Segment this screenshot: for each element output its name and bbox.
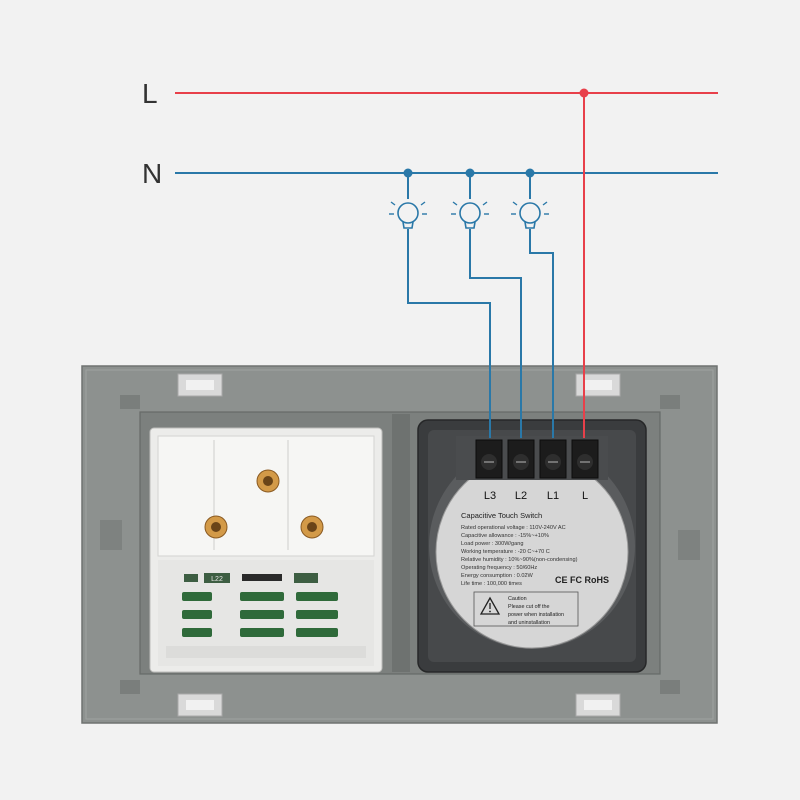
spec-line: Rated operational voltage : 110V-240V AC — [461, 525, 566, 531]
caution-line: and uninstallation — [508, 620, 550, 626]
spec-label-title: Capacitive Touch Switch — [461, 511, 542, 520]
spec-line: Load power : 300W/gang — [461, 541, 524, 547]
live-wire-label: L — [142, 78, 158, 109]
terminal-label-l1: L1 — [547, 490, 559, 502]
wiring: L N — [142, 78, 718, 438]
terminal-label-l3: L3 — [484, 490, 496, 502]
terminal-label-l2: L2 — [515, 490, 527, 502]
live-junction — [579, 88, 589, 98]
load-wire-l3 — [407, 229, 491, 438]
certification-marks: CE FC RoHS — [555, 575, 609, 585]
neutral-wire-label: N — [142, 158, 162, 189]
spec-label: Capacitive Touch Switch Rated operationa… — [461, 511, 609, 627]
bulb-icon — [511, 201, 549, 229]
bulb-icon — [451, 201, 489, 229]
spec-line: Operating frequency : 50/60Hz — [461, 565, 537, 571]
terminal-block — [475, 439, 599, 479]
spec-line: Energy consumption : 0.02W — [461, 573, 534, 579]
terminal-label-l: L — [582, 490, 588, 502]
spec-line: Relative humidity : 10%~90%(non-condensi… — [461, 557, 578, 563]
socket-marking-plate — [204, 573, 230, 583]
socket-marking: L22 — [211, 576, 223, 583]
spec-line: Working temperature : -20 C~+70 C — [461, 549, 550, 555]
load-wire-l2 — [469, 229, 522, 438]
caution-line: Please cut off the — [508, 604, 550, 610]
bulb-icon — [389, 201, 427, 229]
caution-heading: Caution — [508, 596, 527, 602]
warning-icon — [479, 596, 501, 615]
spec-line: Life time : 100,000 times — [461, 581, 522, 587]
load-wire-l1 — [529, 229, 554, 438]
touch-switch-module: L3 L2 L1 L Capacitive Touch Switch Rated… — [417, 419, 647, 673]
spec-line: Capacitive allowance : -15%~+10% — [461, 533, 549, 539]
caution-line: power when installation — [508, 612, 564, 618]
socket-module: L22 — [149, 427, 383, 673]
